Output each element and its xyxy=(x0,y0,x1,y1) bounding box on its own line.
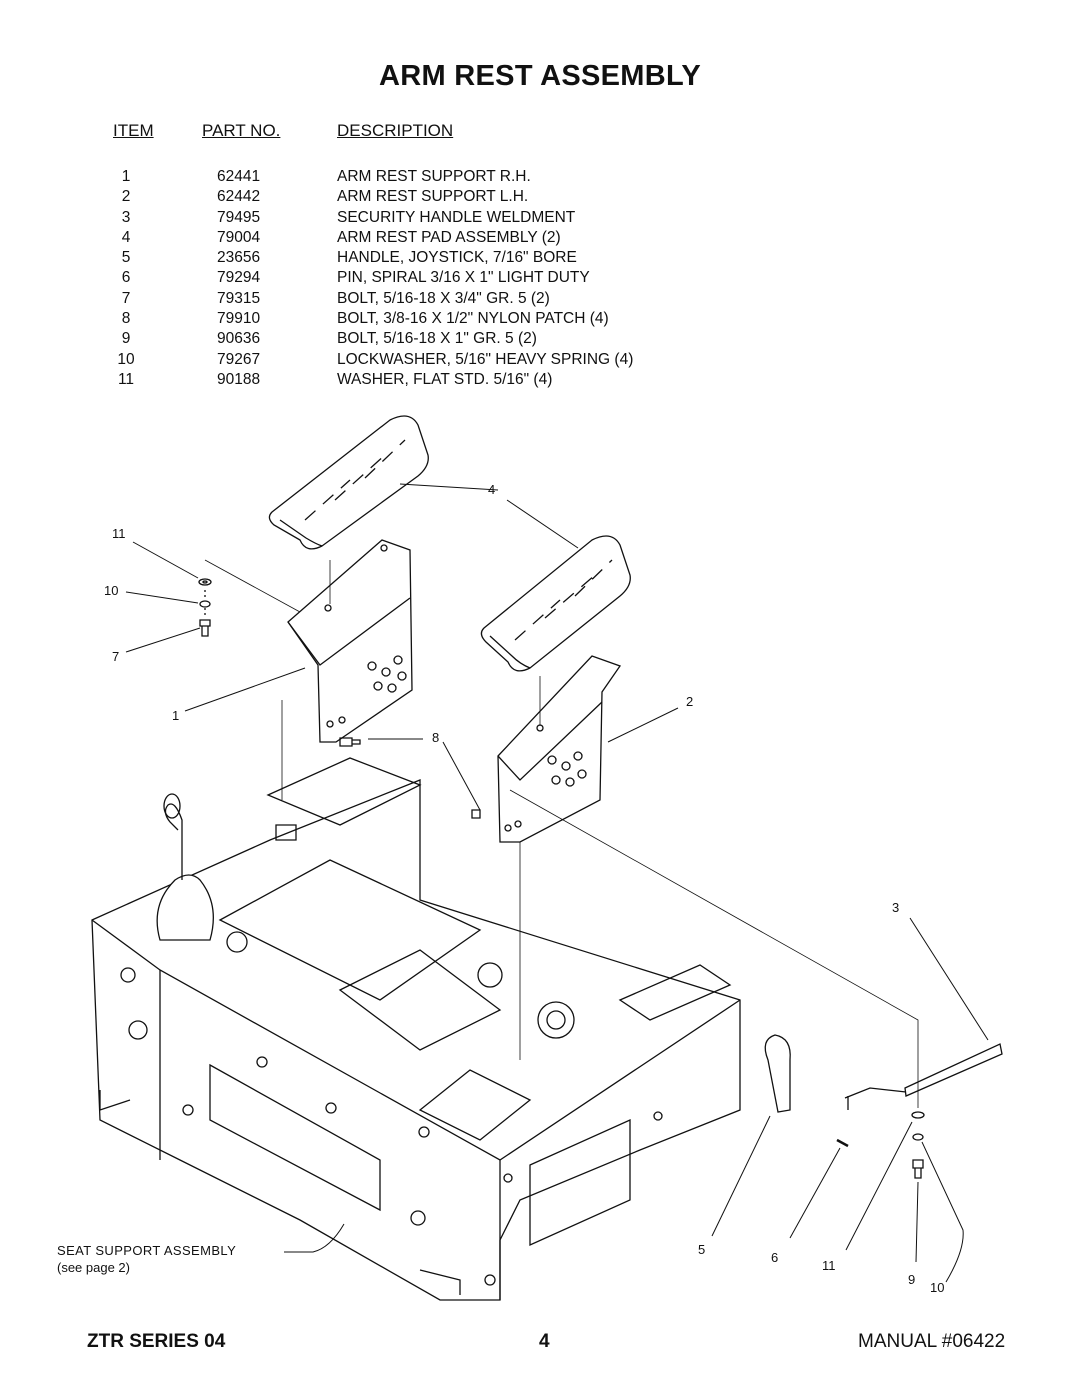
callout-3: 3 xyxy=(892,900,899,915)
part-description: HANDLE, JOYSTICK, 7/16" BORE xyxy=(337,249,577,267)
bolt-item-8 xyxy=(339,737,481,819)
leader-lines xyxy=(125,483,989,1283)
footer-manual-number: MANUAL #06422 xyxy=(858,1331,1006,1352)
part-description: WASHER, FLAT STD. 5/16" (4) xyxy=(337,370,553,388)
parts-row: 2 62442 ARM REST SUPPORT L.H. xyxy=(0,188,1080,208)
item-number: 2 xyxy=(121,188,131,206)
part-description: ARM REST PAD ASSEMBLY (2) xyxy=(337,228,561,246)
part-number: 79315 xyxy=(217,289,261,307)
callout-6: 6 xyxy=(771,1250,778,1265)
part-description: LOCKWASHER, 5/16" HEAVY SPRING (4) xyxy=(337,350,634,368)
arm-rest-support-rh xyxy=(287,539,413,743)
item-number: 10 xyxy=(117,350,135,368)
security-handle-weldment xyxy=(844,1043,1003,1110)
hardware-stack-left xyxy=(198,578,212,637)
item-number: 7 xyxy=(121,289,131,307)
spiral-pin xyxy=(836,1138,849,1148)
column-header-description: DESCRIPTION xyxy=(337,121,454,140)
part-description: BOLT, 5/16-18 X 1" GR. 5 (2) xyxy=(337,330,537,348)
part-description: PIN, SPIRAL 3/16 X 1" LIGHT DUTY xyxy=(337,269,590,287)
parts-row: 10 79267 LOCKWASHER, 5/16" HEAVY SPRING (4… xyxy=(0,351,1080,371)
part-description: BOLT, 3/8-16 X 1/2" NYLON PATCH (4) xyxy=(337,310,609,328)
joystick-handle xyxy=(764,1034,791,1113)
parts-row: 4 79004 ARM REST PAD ASSEMBLY (2) xyxy=(0,229,1080,249)
part-number: 62442 xyxy=(217,188,261,206)
parts-row: 1 62441 ARM REST SUPPORT R.H. xyxy=(0,168,1080,188)
part-description: BOLT, 5/16-18 X 3/4" GR. 5 (2) xyxy=(337,289,550,307)
callout-labels: 4 11 10 7 1 8 2 3 5 6 11 9 10 xyxy=(104,482,944,1295)
arm-rest-pad-left xyxy=(480,535,631,672)
item-number: 9 xyxy=(121,330,131,348)
part-description: ARM REST SUPPORT L.H. xyxy=(337,188,529,206)
part-number: 79004 xyxy=(217,228,261,246)
arm-rest-support-lh xyxy=(497,655,622,843)
callout-2: 2 xyxy=(686,694,693,709)
callout-8: 8 xyxy=(432,730,439,745)
item-number: 4 xyxy=(121,228,131,246)
part-description: ARM REST SUPPORT R.H. xyxy=(337,168,531,185)
part-number: 79910 xyxy=(217,310,261,328)
column-header-item: ITEM xyxy=(113,121,154,140)
part-number: 90188 xyxy=(217,370,261,388)
assembly-lines xyxy=(204,559,919,1108)
part-number: 62441 xyxy=(217,168,261,185)
seat-support-label: SEAT SUPPORT ASSEMBLY xyxy=(57,1243,237,1258)
callout-10-right: 10 xyxy=(930,1280,944,1295)
callout-1: 1 xyxy=(172,708,179,723)
part-number: 79294 xyxy=(217,269,261,287)
item-number: 11 xyxy=(117,370,135,388)
hardware-stack-right xyxy=(911,1111,925,1179)
parts-row: 11 90188 WASHER, FLAT STD. 5/16" (4) xyxy=(0,371,1080,391)
parts-row: 7 79315 BOLT, 5/16-18 X 3/4" GR. 5 (2) xyxy=(0,290,1080,310)
callout-4: 4 xyxy=(488,482,495,497)
callout-5: 5 xyxy=(698,1242,705,1257)
item-number: 8 xyxy=(121,310,131,328)
parts-row: 9 90636 BOLT, 5/16-18 X 1" GR. 5 (2) xyxy=(0,330,1080,350)
parts-row: 3 79495 SECURITY HANDLE WELDMENT xyxy=(0,209,1080,229)
page-title: ARM REST ASSEMBLY xyxy=(379,60,701,92)
item-number: 3 xyxy=(121,208,131,226)
callout-11-right: 11 xyxy=(822,1258,836,1273)
parts-row: 6 79294 PIN, SPIRAL 3/16 X 1" LIGHT DUTY xyxy=(0,269,1080,289)
item-number: 5 xyxy=(121,249,131,267)
seat-support-assembly xyxy=(91,757,741,1301)
arm-rest-pad-right xyxy=(268,415,429,550)
parts-row: 5 23656 HANDLE, JOYSTICK, 7/16" BORE xyxy=(0,249,1080,269)
part-description: SECURITY HANDLE WELDMENT xyxy=(337,208,576,226)
part-number: 79267 xyxy=(217,350,261,368)
item-number: 6 xyxy=(121,269,131,287)
seat-support-sublabel: (see page 2) xyxy=(57,1260,130,1275)
callout-7: 7 xyxy=(112,649,119,664)
part-number: 79495 xyxy=(217,208,261,226)
part-number: 23656 xyxy=(217,249,261,267)
callout-9: 9 xyxy=(908,1272,915,1287)
column-header-part-no: PART NO. xyxy=(202,121,281,140)
footer-page-number: 4 xyxy=(539,1331,550,1352)
exploded-assembly-diagram: 4 11 10 7 1 8 2 3 5 6 11 9 10 xyxy=(91,415,1003,1301)
parts-row: 8 79910 BOLT, 3/8-16 X 1/2" NYLON PATCH (4… xyxy=(0,310,1080,330)
footer-series: ZTR SERIES 04 xyxy=(87,1331,226,1352)
callout-11: 11 xyxy=(112,526,126,541)
callout-10: 10 xyxy=(104,583,118,598)
item-number: 1 xyxy=(121,168,131,185)
part-number: 90636 xyxy=(217,330,261,348)
